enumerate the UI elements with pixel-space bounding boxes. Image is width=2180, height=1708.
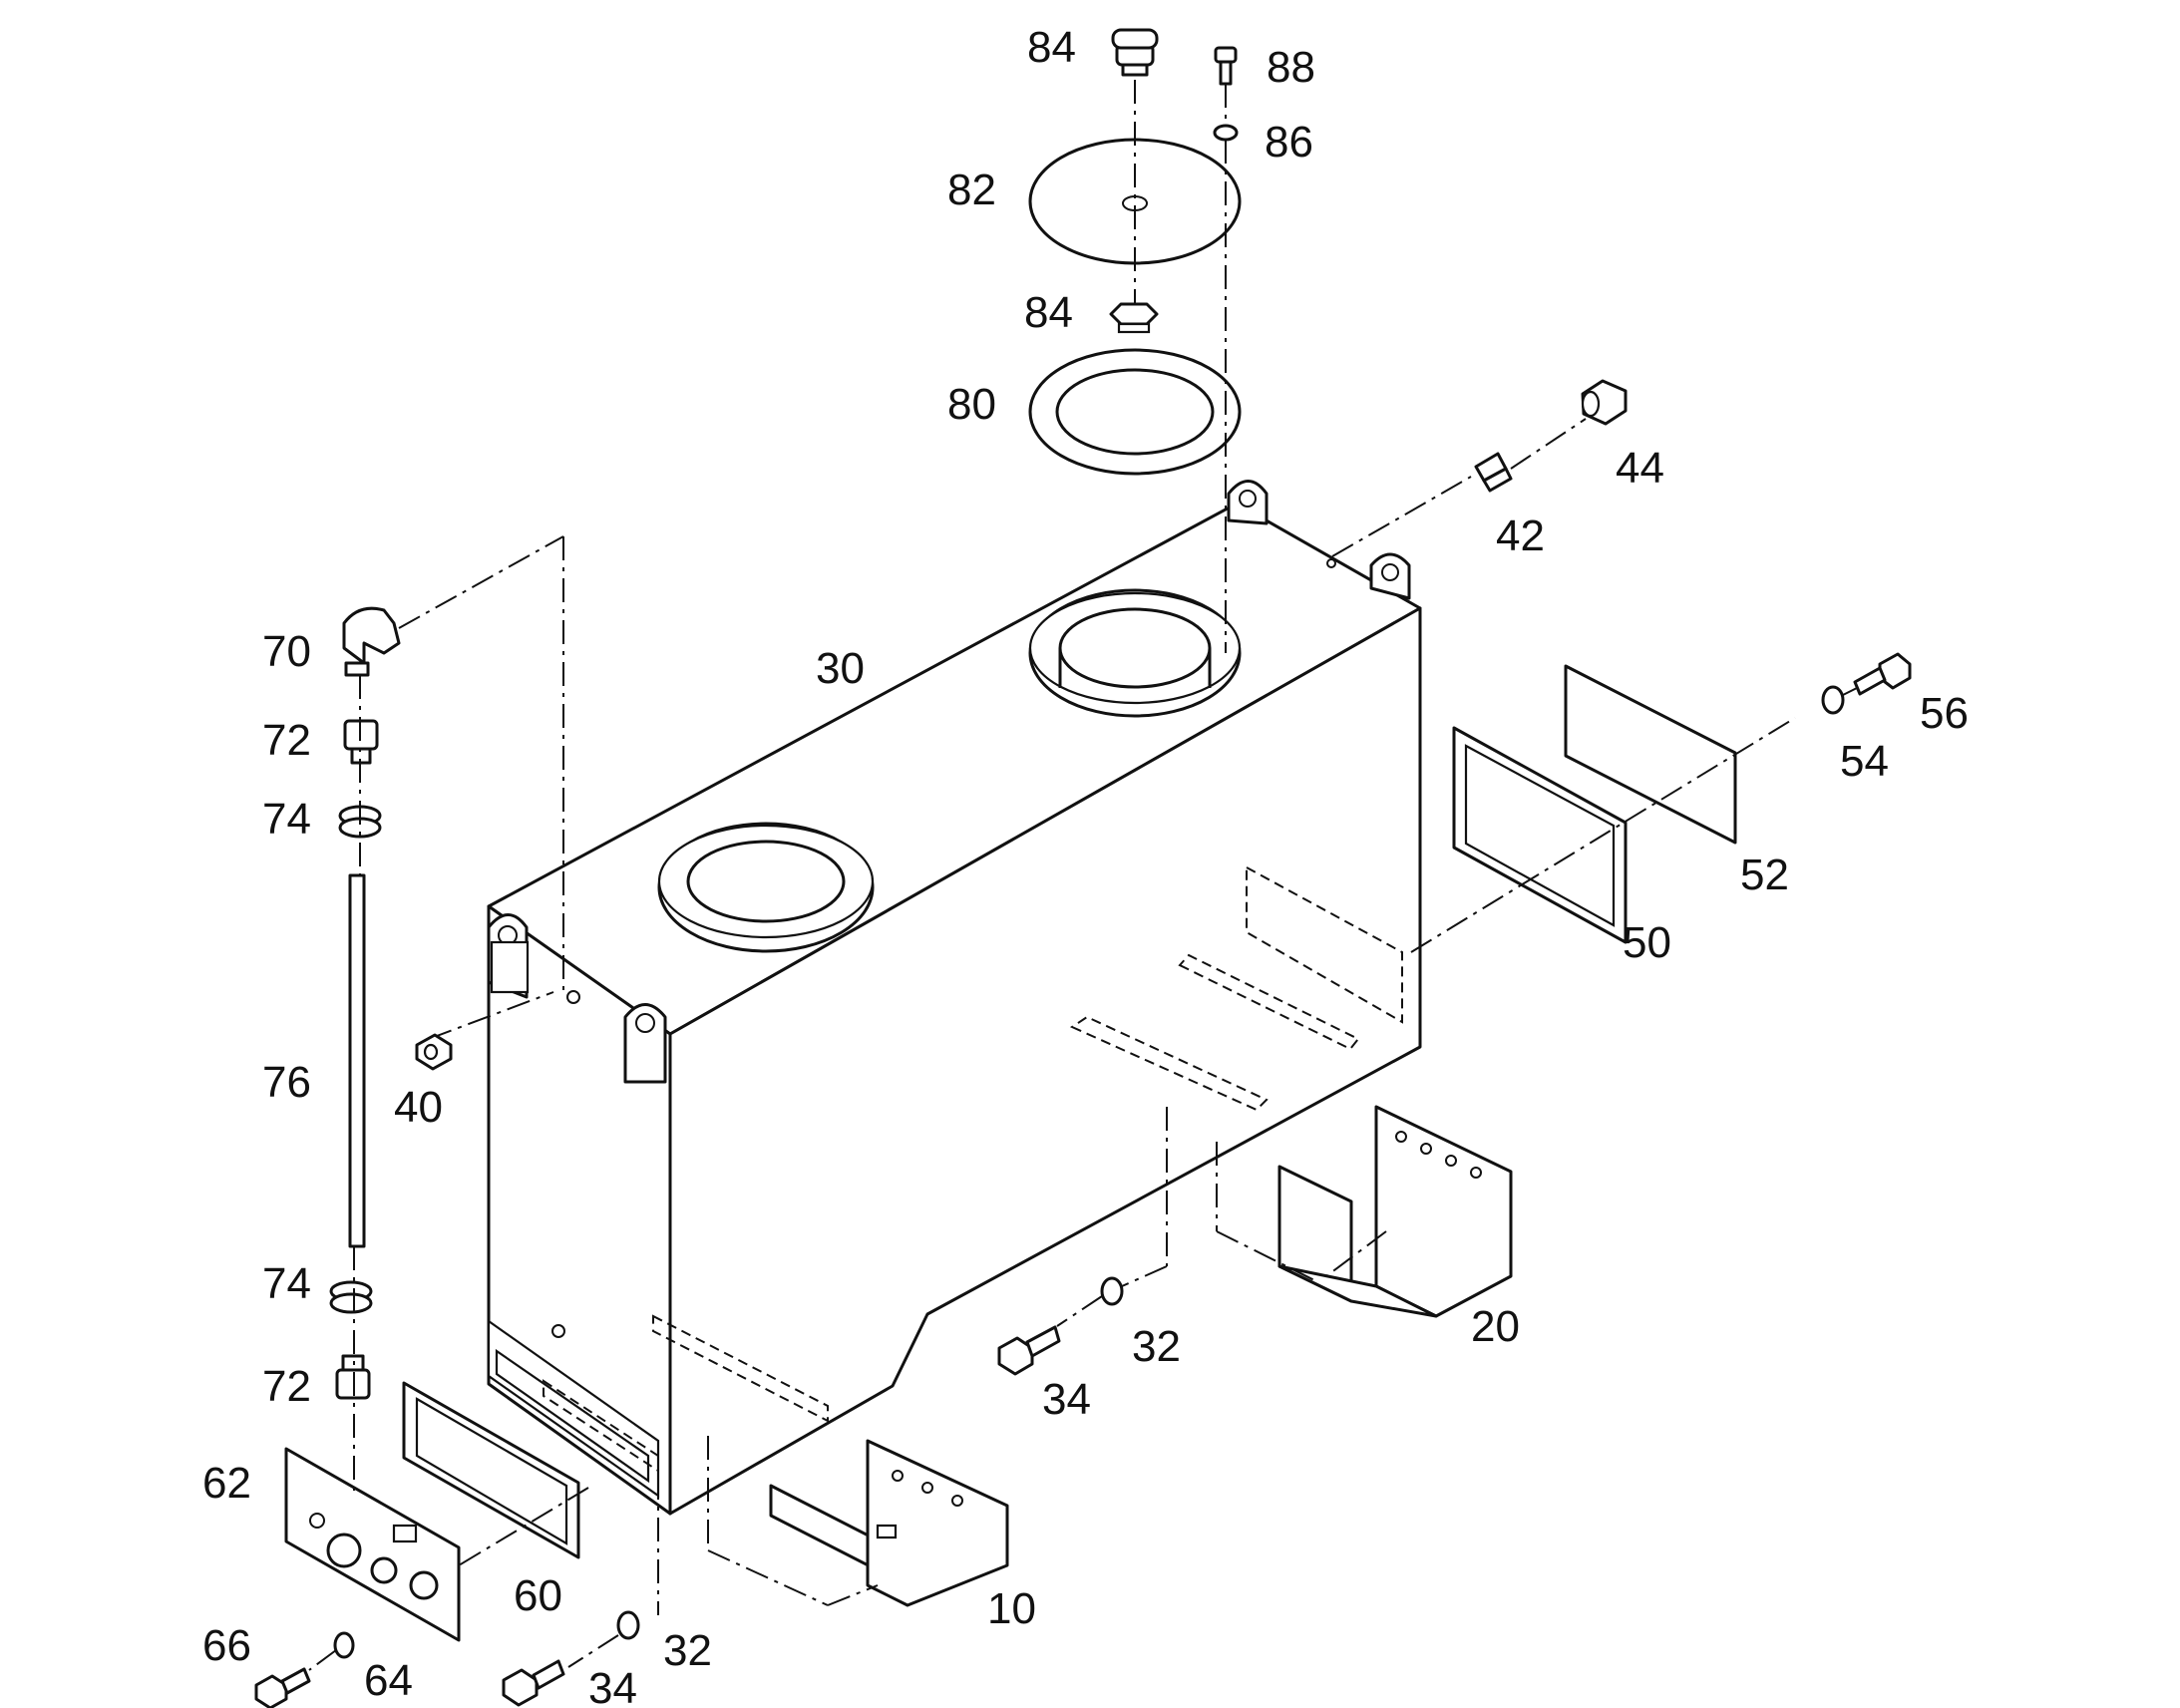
gasket-50 [1452, 726, 1628, 944]
nut-84-lower [1109, 302, 1159, 334]
washer-64 [333, 1631, 355, 1659]
callout-74: 74 [262, 795, 311, 844]
washer-32-left [616, 1610, 640, 1640]
callout-82: 82 [947, 166, 996, 214]
callout-62: 62 [202, 1459, 251, 1508]
washer-54 [1821, 685, 1845, 715]
callout-54: 54 [1840, 737, 1889, 786]
callout-44: 44 [1616, 444, 1664, 493]
callout-32: 32 [1132, 1322, 1181, 1371]
callout-72: 72 [262, 716, 311, 765]
cover-52 [1564, 664, 1737, 845]
callout-34: 34 [1042, 1375, 1091, 1424]
callout-10: 10 [987, 1584, 1036, 1633]
callout-74: 74 [262, 1259, 311, 1308]
bolt-34-right [997, 1325, 1061, 1376]
callout-70: 70 [262, 627, 311, 676]
callout-88: 88 [1267, 43, 1315, 92]
callout-86: 86 [1265, 118, 1313, 167]
elbow-70 [342, 606, 401, 677]
callout-56: 56 [1920, 689, 1969, 738]
callout-52: 52 [1740, 851, 1789, 899]
callout-labels: 84 88 86 82 84 80 44 42 30 70 72 74 56 5… [202, 23, 1969, 1708]
callout-20: 20 [1471, 1302, 1520, 1351]
hose-76 [348, 873, 366, 1248]
callout-30: 30 [816, 644, 865, 693]
tank-front-face [668, 606, 1422, 1516]
tank-flange-rear [1028, 588, 1242, 718]
bolt-66 [254, 1667, 311, 1708]
lifting-lug [623, 1003, 667, 1084]
support-20 [1277, 1105, 1513, 1318]
cap-44 [1581, 379, 1628, 426]
bolt-88 [1214, 46, 1238, 86]
plug-40 [415, 1033, 453, 1071]
leader-lines [308, 80, 1858, 1671]
callout-34: 34 [588, 1664, 637, 1708]
callout-72: 72 [262, 1362, 311, 1411]
panel-62 [284, 1447, 461, 1642]
bolt-34-left [502, 1659, 565, 1707]
callout-60: 60 [514, 1571, 562, 1620]
callout-66: 66 [202, 1621, 251, 1670]
fitting-42 [1474, 452, 1513, 493]
callout-84: 84 [1024, 288, 1073, 337]
washer-32-right [1100, 1276, 1124, 1306]
bolt-56 [1853, 652, 1912, 696]
callout-50: 50 [1623, 918, 1671, 967]
tank-flange-front [657, 822, 875, 953]
clamp-74-bottom [329, 1280, 373, 1314]
cover-plate-82 [1028, 138, 1242, 265]
tank-body [487, 480, 1422, 1516]
callout-32: 32 [663, 1626, 712, 1675]
gasket-60 [402, 1381, 580, 1559]
callout-42: 42 [1496, 512, 1545, 560]
callout-64: 64 [364, 1656, 413, 1705]
callout-80: 80 [947, 380, 996, 429]
callout-76: 76 [262, 1058, 311, 1107]
plug-84-top [1111, 28, 1159, 77]
callout-40: 40 [394, 1083, 443, 1132]
washer-86 [1213, 124, 1239, 142]
gasket-80 [1028, 348, 1242, 476]
support-10 [769, 1439, 1009, 1607]
callout-84: 84 [1027, 23, 1076, 72]
